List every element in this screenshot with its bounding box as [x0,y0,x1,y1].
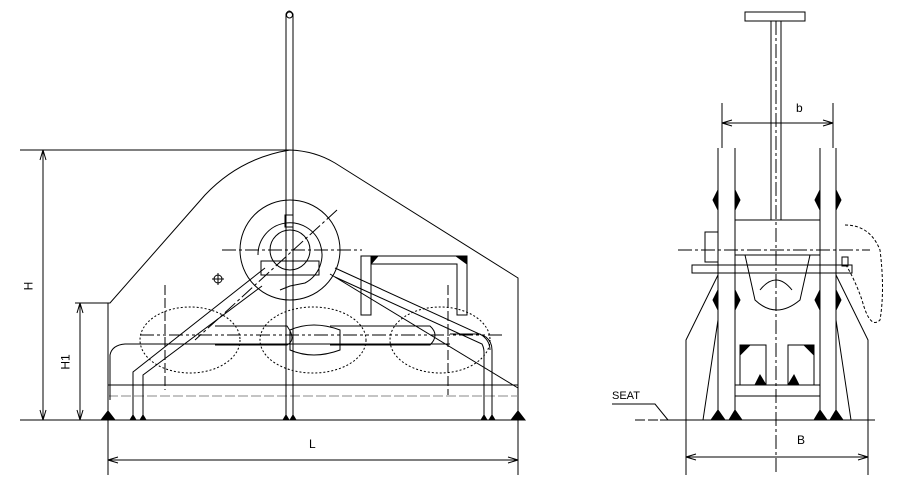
lower-height-label: H1 [58,354,73,370]
seat-label: SEAT [612,390,640,402]
side-body-outline [107,149,519,420]
side-view [20,10,527,475]
inner-width-label: b [796,101,803,115]
outer-width-label: B [797,433,806,447]
release-rod [285,10,294,420]
height-label: H [21,281,36,291]
length-label: L [309,437,316,451]
front-view [612,11,883,475]
